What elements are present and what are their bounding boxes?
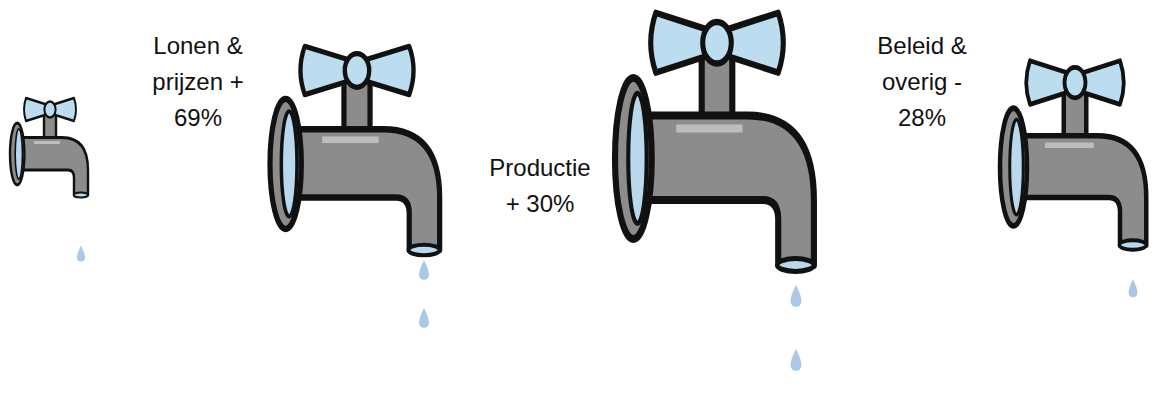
faucet (10, 98, 88, 198)
water-drop (791, 349, 802, 371)
faucet (270, 46, 440, 255)
water-drop (1129, 279, 1138, 297)
water-drop (419, 308, 429, 328)
water-drop (791, 285, 802, 307)
water-drop (77, 245, 85, 261)
change-label: Beleid & overig - 28% (862, 28, 982, 136)
change-label: Productie + 30% (480, 150, 600, 222)
faucet (1000, 61, 1146, 250)
faucet (615, 13, 814, 272)
water-drop (419, 260, 429, 280)
change-label: Lonen & prijzen + 69% (138, 28, 258, 136)
